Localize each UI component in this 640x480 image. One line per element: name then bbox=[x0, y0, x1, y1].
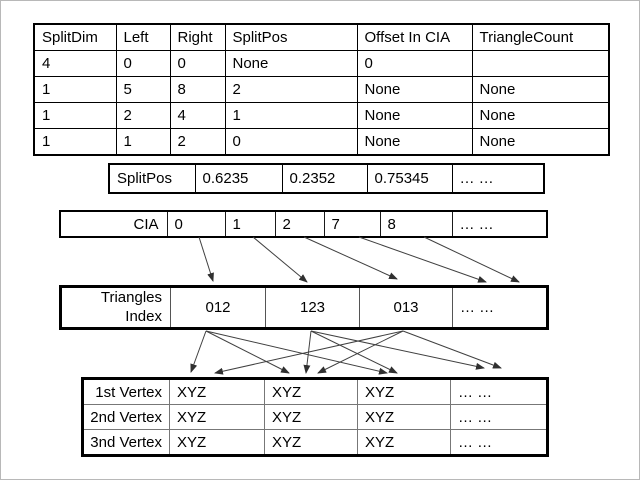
table-row: 2nd Vertex XYZ XYZ XYZ … … bbox=[82, 404, 548, 430]
node-table-cell: 2 bbox=[169, 128, 226, 156]
mapping-arrow bbox=[402, 330, 502, 369]
node-table-cell: 8 bbox=[169, 76, 226, 103]
mapping-arrow bbox=[317, 330, 404, 374]
mapping-arrow bbox=[310, 330, 485, 370]
vertex-row-label: 1st Vertex bbox=[82, 378, 170, 405]
mapping-arrow bbox=[310, 330, 398, 374]
triangles-index-label: Triangles Index bbox=[60, 286, 171, 329]
vertex-cell: XYZ bbox=[357, 378, 451, 405]
splitpos-array-cell: 0.6235 bbox=[194, 163, 283, 194]
vertex-cell: … … bbox=[450, 404, 548, 430]
table-row: CIA 0 1 2 7 8 … … bbox=[59, 210, 548, 238]
mapping-arrow bbox=[205, 330, 388, 375]
node-table-cell: 0 bbox=[169, 50, 226, 77]
vertex-cell: XYZ bbox=[169, 429, 265, 456]
node-table-cell: None bbox=[356, 76, 473, 103]
table-row: 1st Vertex XYZ XYZ XYZ … … bbox=[82, 378, 548, 405]
node-table-cell: 4 bbox=[33, 50, 117, 77]
node-table-header: Right bbox=[169, 23, 226, 51]
node-table-cell: None bbox=[471, 102, 610, 129]
node-table: SplitDim Left Right SplitPos Offset In C… bbox=[33, 23, 610, 156]
node-table-header: TriangleCount bbox=[471, 23, 610, 51]
node-table-cell: 2 bbox=[224, 76, 358, 103]
table-row: 4 0 0 None 0 bbox=[33, 50, 610, 77]
table-row: 1 1 2 0 None None bbox=[33, 128, 610, 156]
mapping-arrow bbox=[303, 330, 312, 374]
table-row: Triangles Index 012 123 013 … … bbox=[60, 286, 548, 329]
node-table-cell: 5 bbox=[115, 76, 171, 103]
node-table-header: SplitDim bbox=[33, 23, 117, 51]
node-table-cell: None bbox=[471, 76, 610, 103]
mapping-arrow bbox=[214, 330, 404, 375]
mapping-arrow bbox=[190, 330, 207, 373]
node-table-cell: None bbox=[224, 50, 358, 77]
node-table-cell: 1 bbox=[224, 102, 358, 129]
vertex-cell: … … bbox=[450, 378, 548, 405]
node-table-cell: None bbox=[471, 128, 610, 156]
vertex-cell: XYZ bbox=[357, 404, 451, 430]
triangles-index-array: Triangles Index 012 123 013 … … bbox=[59, 285, 549, 330]
node-table-header: Left bbox=[115, 23, 171, 51]
triangles-index-cell: 123 bbox=[265, 286, 360, 329]
cia-array-label: CIA bbox=[59, 210, 168, 238]
cia-array-cell: 8 bbox=[379, 210, 453, 238]
mapping-arrow bbox=[303, 236, 398, 280]
vertex-table: 1st Vertex XYZ XYZ XYZ … … 2nd Vertex XY… bbox=[81, 377, 549, 457]
node-table-cell: 0 bbox=[356, 50, 473, 77]
node-table-cell: 4 bbox=[169, 102, 226, 129]
vertex-cell: … … bbox=[450, 429, 548, 456]
mapping-arrow bbox=[358, 236, 487, 283]
triangles-index-cell: 013 bbox=[359, 286, 453, 329]
node-table-cell: 1 bbox=[33, 76, 117, 103]
cia-array-cell: 0 bbox=[166, 210, 226, 238]
cia-array-cell: 1 bbox=[224, 210, 276, 238]
splitpos-array-cell: 0.75345 bbox=[366, 163, 453, 194]
node-table-cell: 0 bbox=[115, 50, 171, 77]
mapping-arrow bbox=[205, 330, 290, 374]
node-table-header: Offset In CIA bbox=[356, 23, 473, 51]
splitpos-array: SplitPos 0.6235 0.2352 0.75345 … … bbox=[108, 163, 545, 194]
node-table-cell: 0 bbox=[224, 128, 358, 156]
vertex-row-label: 3nd Vertex bbox=[82, 429, 170, 456]
mapping-arrow bbox=[252, 236, 308, 283]
triangles-index-cell: … … bbox=[452, 286, 548, 329]
node-table-cell: 2 bbox=[115, 102, 171, 129]
splitpos-array-cell: 0.2352 bbox=[281, 163, 368, 194]
vertex-cell: XYZ bbox=[169, 378, 265, 405]
node-table-cell bbox=[471, 50, 610, 77]
node-table-cell: 1 bbox=[115, 128, 171, 156]
triangles-index-cell: 012 bbox=[170, 286, 266, 329]
vertex-cell: XYZ bbox=[264, 378, 358, 405]
vertex-cell: XYZ bbox=[264, 429, 358, 456]
node-table-header-row: SplitDim Left Right SplitPos Offset In C… bbox=[33, 23, 610, 51]
table-row: 1 5 8 2 None None bbox=[33, 76, 610, 103]
cia-array: CIA 0 1 2 7 8 … … bbox=[59, 210, 548, 238]
node-table-cell: 1 bbox=[33, 102, 117, 129]
vertex-cell: XYZ bbox=[357, 429, 451, 456]
vertex-cell: XYZ bbox=[264, 404, 358, 430]
node-table-cell: None bbox=[356, 102, 473, 129]
node-table-cell: 1 bbox=[33, 128, 117, 156]
cia-array-cell: 7 bbox=[323, 210, 381, 238]
vertex-cell: XYZ bbox=[169, 404, 265, 430]
table-row: 1 2 4 1 None None bbox=[33, 102, 610, 129]
splitpos-array-label: SplitPos bbox=[108, 163, 196, 194]
table-row: SplitPos 0.6235 0.2352 0.75345 … … bbox=[108, 163, 545, 194]
vertex-row-label: 2nd Vertex bbox=[82, 404, 170, 430]
node-table-header: SplitPos bbox=[224, 23, 358, 51]
splitpos-array-cell: … … bbox=[451, 163, 545, 194]
node-table-cell: None bbox=[356, 128, 473, 156]
cia-array-cell: 2 bbox=[274, 210, 325, 238]
table-row: 3nd Vertex XYZ XYZ XYZ … … bbox=[82, 429, 548, 456]
cia-array-cell: … … bbox=[451, 210, 548, 238]
mapping-arrow bbox=[423, 236, 520, 283]
mapping-arrow bbox=[198, 236, 214, 282]
